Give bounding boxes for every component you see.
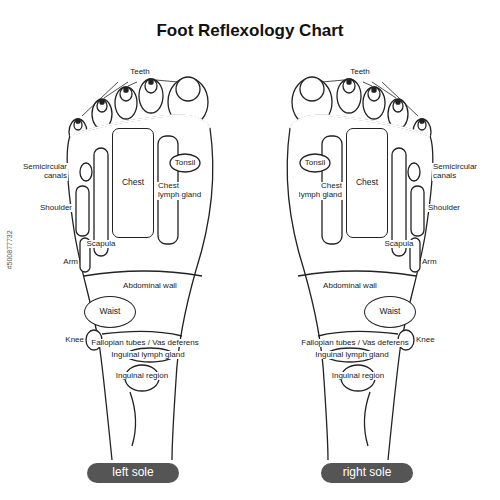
part-label: Arm <box>421 258 438 267</box>
part-label: Knee <box>415 336 436 345</box>
part-label: Knee <box>64 336 85 345</box>
sole-label: left sole <box>112 466 153 479</box>
zone-label: Chest <box>122 178 144 187</box>
part-label: Shoulder <box>427 204 461 213</box>
part-label: Abdominal wall <box>122 282 178 291</box>
sole-tag: right sole <box>321 463 413 483</box>
part-label: Abdominal wall <box>322 282 378 291</box>
part-label: Semicircular canals <box>18 163 68 181</box>
reflex-zone: Chest <box>112 128 154 238</box>
reflex-zone: Chest <box>346 128 388 238</box>
part-label: Arm <box>62 258 79 267</box>
right-foot <box>287 77 433 460</box>
part-label: Chest lymph gland <box>297 182 343 200</box>
sole-tag: left sole <box>87 463 179 483</box>
part-label: Inguinal region <box>115 372 169 381</box>
part-label: Inguinal region <box>331 372 385 381</box>
part-label: Teeth <box>349 68 371 77</box>
part-label: Chest lymph gland <box>157 182 203 200</box>
part-label: Fallopian tubes / Vas deferens <box>90 339 199 348</box>
part-label: Semicircular canals <box>432 163 482 181</box>
part-label: Teeth <box>129 68 151 77</box>
chart-title: Foot Reflexology Chart <box>156 22 343 41</box>
zone-label: Chest <box>356 178 378 187</box>
stock-number: #500877732 <box>5 230 13 271</box>
part-label: Fallopian tubes / Vas deferens <box>300 339 409 348</box>
part-label: Tonsil <box>174 159 196 168</box>
part-label: Inguinal lymph gland <box>110 351 185 360</box>
left-foot <box>67 77 213 460</box>
part-label: Scapula <box>86 240 117 249</box>
zone-label: Waist <box>100 307 121 316</box>
reflex-oval: Waist <box>84 296 136 328</box>
reflex-oval: Waist <box>364 296 416 328</box>
sole-label: right sole <box>343 466 392 479</box>
part-label: Scapula <box>384 240 415 249</box>
zone-label: Waist <box>380 307 401 316</box>
part-label: Inguinal lymph gland <box>314 351 389 360</box>
part-label: Shoulder <box>39 204 73 213</box>
part-label: Tonsil <box>304 159 326 168</box>
